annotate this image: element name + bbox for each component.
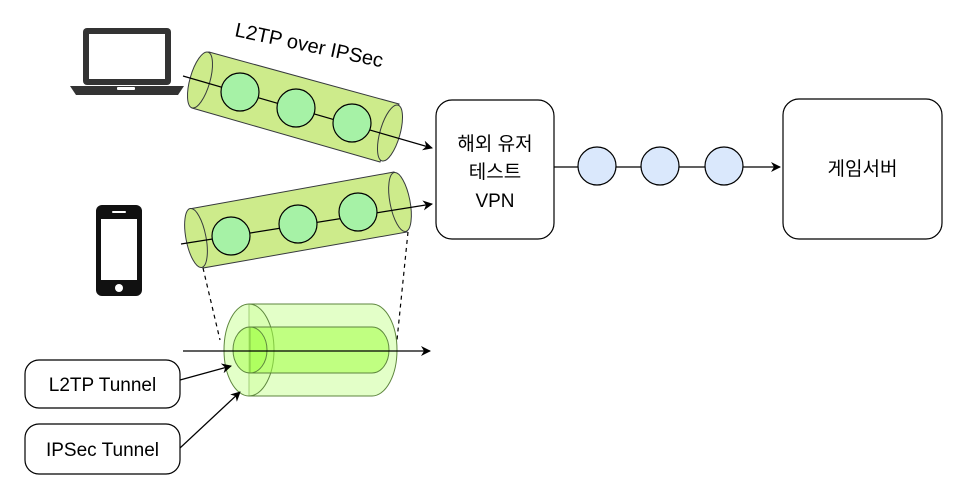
packet [220, 72, 260, 112]
svg-text:게임서버: 게임서버 [828, 158, 898, 180]
svg-text:IPSec Tunnel: IPSec Tunnel [46, 440, 159, 461]
vpn-box: 해외 유저 테스트 VPN [435, 99, 555, 240]
packet [211, 216, 251, 256]
svg-text:L2TP Tunnel: L2TP Tunnel [49, 375, 156, 396]
packet [338, 192, 378, 232]
legend-tunnel [223, 303, 398, 397]
ipsec-tunnel-callout: IPSec Tunnel [24, 423, 181, 475]
packet [276, 88, 316, 128]
l2tp-tunnel-callout: L2TP Tunnel [24, 359, 181, 409]
tunnel-phone [180, 171, 433, 269]
ipsec-pointer [179, 391, 241, 449]
packet-blue [704, 146, 744, 186]
packet-blue [640, 146, 680, 186]
laptop-icon [70, 28, 184, 95]
packet [278, 204, 318, 244]
svg-text:VPN: VPN [475, 191, 514, 212]
packet-blue [577, 146, 617, 186]
zoom-line-left [202, 267, 221, 341]
svg-text:테스트: 테스트 [469, 161, 521, 183]
smartphone-icon [96, 205, 142, 296]
game-server-box: 게임서버 [782, 98, 943, 240]
zoom-line-right [396, 231, 409, 341]
l2tp-pointer [179, 363, 232, 381]
tunnel-laptop [182, 51, 433, 163]
svg-text:해외 유저: 해외 유저 [457, 133, 532, 155]
packet [332, 103, 372, 143]
